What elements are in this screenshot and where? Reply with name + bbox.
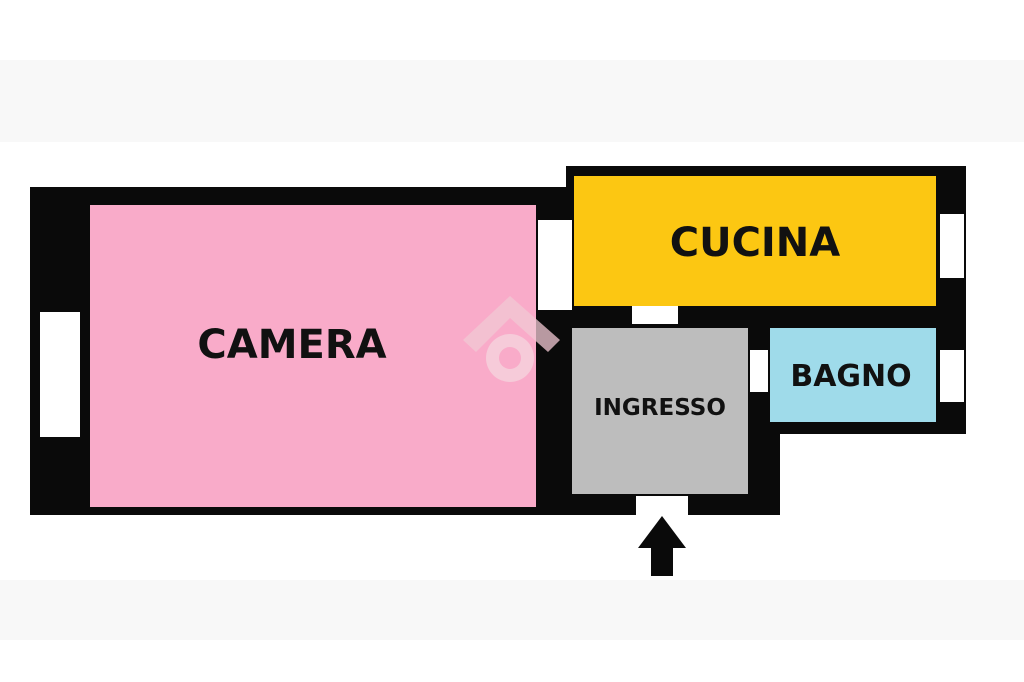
background-band (0, 580, 1024, 640)
door-entrance (636, 496, 688, 516)
room-bagno (770, 328, 936, 422)
window-bagno (940, 350, 964, 402)
label-bagno: BAGNO (790, 359, 911, 394)
door-ingresso-bagno (750, 350, 768, 392)
window-camera (40, 312, 80, 437)
door-camera-cucina (538, 220, 572, 310)
label-camera: CAMERA (197, 322, 386, 368)
background-band (0, 60, 1024, 142)
window-cucina (940, 214, 964, 278)
label-ingresso: INGRESSO (594, 395, 726, 421)
room-cucina (574, 176, 936, 306)
door-cucina-ingresso (632, 306, 678, 324)
openings (40, 214, 964, 516)
room-camera (90, 205, 536, 507)
logo-watermark-icon (463, 296, 560, 382)
arrow-up-icon (638, 516, 686, 576)
room-ingresso (572, 328, 748, 494)
label-cucina: CUCINA (670, 220, 841, 266)
